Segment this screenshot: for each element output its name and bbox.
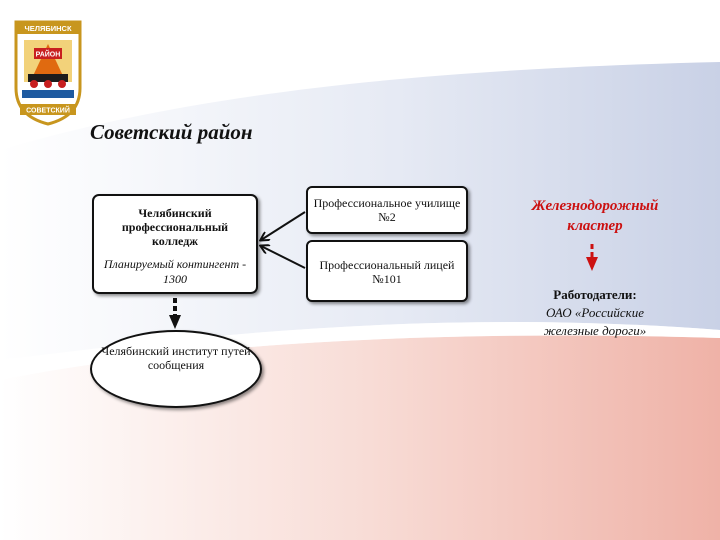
- employers-text: ОАО «Российские железные дороги»: [543, 305, 647, 338]
- emblem-bottom-text: СОВЕТСКИЙ: [26, 106, 70, 115]
- emblem-middle-text: РАЙОН: [36, 50, 61, 59]
- vocational-school-box: Профессиональное училище №2: [306, 186, 468, 234]
- emblem-top-text: ЧЕЛЯБИНСК: [24, 24, 72, 33]
- railway-institute-ellipse: Челябинский институт путей сообщения: [90, 330, 262, 408]
- coat-of-arms-emblem: ЧЕЛЯБИНСК РАЙОН СОВЕТСКИЙ: [14, 20, 82, 126]
- college-planned-enrollment: Планируемый контингент - 1300: [103, 257, 247, 286]
- vocational-lyceum-label: Профессиональный лицей №101: [319, 258, 455, 286]
- vocational-school-label: Профессиональное училище №2: [313, 196, 461, 224]
- railway-institute-label: Челябинский институт путей сообщения: [101, 344, 251, 372]
- college-box: Челябинский профессиональный колледж Пла…: [92, 194, 258, 294]
- employers-heading: Работодатели:: [553, 287, 637, 302]
- employers-block: Работодатели: ОАО «Российские железные д…: [520, 286, 670, 340]
- slide-title: Советский район: [90, 120, 253, 144]
- railway-cluster-title: Железнодорожный кластер: [531, 198, 659, 234]
- college-name: Челябинский профессиональный колледж: [121, 206, 229, 248]
- vocational-lyceum-box: Профессиональный лицей №101: [306, 240, 468, 302]
